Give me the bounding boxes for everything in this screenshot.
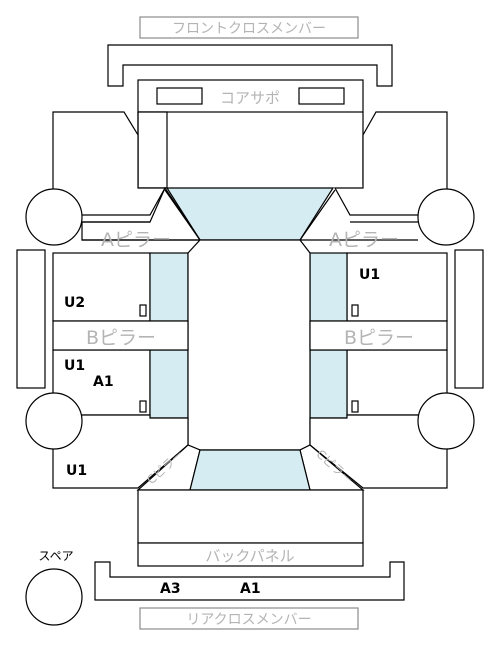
right-front-window (309, 252, 348, 322)
b-pillar-left-label: Bピラー (86, 327, 156, 349)
a-pillar-left-label: Aピラー (101, 229, 171, 251)
left-headlight (156, 87, 203, 105)
right-rear-wheel (417, 392, 475, 450)
hood-spacer (137, 111, 168, 189)
left-rear-door-handle (139, 400, 147, 413)
left-front-door (52, 252, 151, 322)
b-pillar-right-label: Bピラー (344, 327, 414, 349)
right-rear-door-handle (351, 400, 359, 413)
b-pillar-right (309, 320, 448, 351)
front-cross-member-label: フロントクロスメンバー (172, 21, 326, 37)
a-pillar-right-label: Aピラー (329, 229, 399, 251)
left-rear-wheel (25, 392, 83, 450)
left-rear-quarter (52, 414, 189, 489)
roof (187, 239, 311, 451)
mark-front-right-door: U1 (359, 267, 380, 283)
right-front-door (346, 252, 448, 322)
left-front-window (149, 252, 189, 322)
core-support-label: コアサポ (220, 89, 280, 107)
right-side-skirt (454, 249, 484, 389)
mark-trunk-2: A1 (240, 581, 261, 597)
back-panel-label: バックパネル (205, 547, 294, 565)
trunk-lid (137, 489, 364, 544)
spare-label: スペア (38, 549, 73, 563)
left-front-wheel (25, 188, 83, 246)
spare-tire (25, 568, 83, 626)
rear-cross-member-label: リアクロスメンバー (186, 612, 311, 628)
right-rear-quarter (309, 414, 448, 489)
right-headlight (298, 87, 345, 105)
left-side-skirt (16, 249, 46, 389)
b-pillar-left (52, 320, 189, 351)
mark-front-left-door: U2 (64, 295, 85, 311)
mark-rear-left-door-2: A1 (93, 374, 114, 390)
back-panel-box (137, 542, 364, 567)
right-rear-window (309, 349, 348, 419)
rear-window (189, 449, 311, 491)
left-front-door-handle (139, 304, 147, 317)
right-front-door-handle (351, 304, 359, 317)
core-support-box (137, 79, 364, 113)
front-cross-member-box (139, 16, 359, 39)
left-rear-window (149, 349, 189, 419)
hood-sides (137, 112, 364, 185)
front-cross-member-bracket (107, 44, 393, 87)
right-front-wheel (417, 188, 475, 246)
rear-cross-member-box (139, 607, 359, 630)
mark-rear-left-door-1: U1 (64, 358, 85, 374)
mark-trunk-1: A3 (160, 581, 181, 597)
mark-left-rear-quarter: U1 (66, 463, 87, 479)
rear-bumper-bracket (94, 561, 405, 601)
